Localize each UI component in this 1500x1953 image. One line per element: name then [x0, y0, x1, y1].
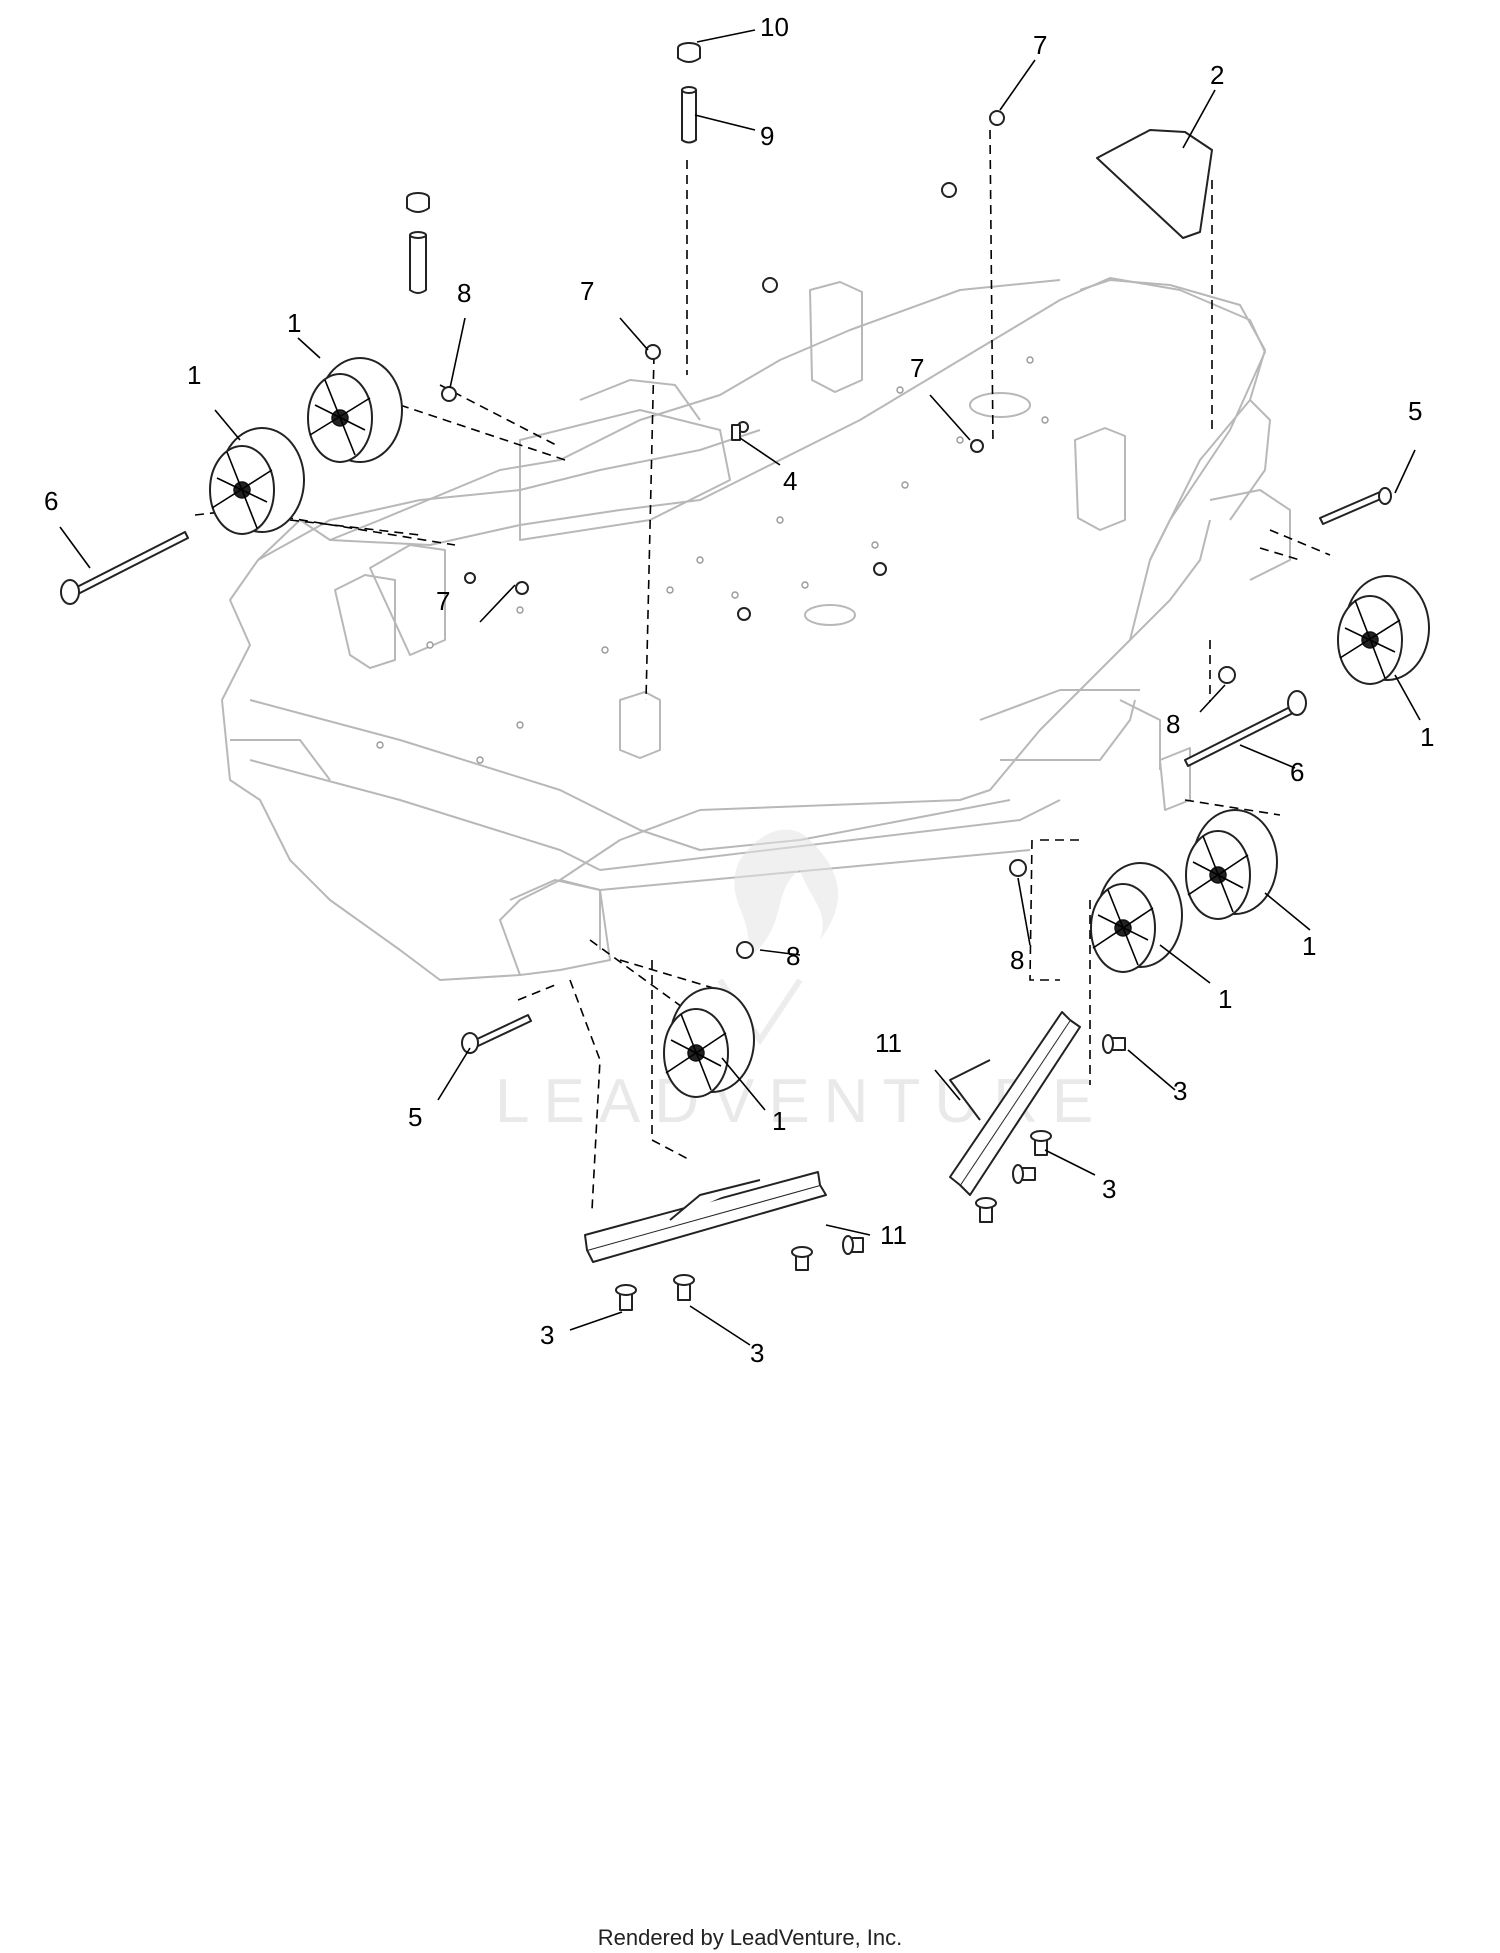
callout-8-front-right: 8	[1010, 945, 1024, 975]
wheel-part-5	[1090, 862, 1183, 973]
callout-1-front-left: 1	[772, 1106, 786, 1136]
callout-1-right-front-inner: 1	[1218, 984, 1232, 1014]
knob-cap-part	[677, 42, 701, 63]
callout-11-right: 11	[875, 1028, 902, 1058]
wheel-part-4	[1185, 809, 1278, 920]
callout-5-right: 5	[1408, 396, 1422, 426]
spacer-part	[681, 86, 697, 144]
callout-8-right: 8	[1166, 709, 1180, 739]
callout-6-left: 6	[44, 486, 58, 516]
callout-8-front-left: 8	[786, 941, 800, 971]
callout-1-rear-inner: 1	[287, 308, 301, 338]
callout-4: 4	[783, 466, 797, 496]
decal-plate-part	[1096, 129, 1213, 239]
callout-7-left: 7	[436, 586, 450, 616]
mower-deck	[221, 277, 1291, 981]
callout-3-left: 3	[540, 1320, 554, 1350]
callout-9: 9	[760, 121, 774, 151]
callout-7-center: 7	[580, 276, 594, 306]
callout-6-right: 6	[1290, 757, 1304, 787]
callout-1-rear-outer: 1	[187, 360, 201, 390]
callout-1-right-front-outer: 1	[1302, 931, 1316, 961]
callout-3-center: 3	[750, 1338, 764, 1368]
callout-5-left: 5	[408, 1102, 422, 1132]
knob-spacer-stack	[406, 192, 430, 294]
wheel-part-1	[307, 357, 403, 463]
callout-8-left: 8	[457, 278, 471, 308]
wheel-part-6	[663, 987, 755, 1098]
bolt-part	[731, 424, 741, 441]
callout-2: 2	[1210, 60, 1224, 90]
callout-11-left: 11	[880, 1220, 907, 1250]
wheel-part-3	[1337, 575, 1430, 685]
nut-parts	[441, 110, 1236, 959]
wheel-part-2	[209, 427, 305, 535]
leader-lines	[59, 29, 1421, 1346]
callout-10: 10	[760, 12, 789, 42]
callout-1-right-rear: 1	[1420, 722, 1434, 752]
callout-labels: 10 9 7 2 8 7 7 1 1 6 4 5 7 1 8 6 1 8 1 8…	[44, 12, 1434, 1368]
callout-7-right: 7	[910, 353, 924, 383]
axle-bolt-parts	[60, 531, 1307, 767]
callout-3-right-top: 3	[1173, 1076, 1187, 1106]
skid-bracket-parts	[584, 1011, 1081, 1263]
carriage-bolt-parts	[615, 1034, 1126, 1311]
callout-7-top: 7	[1033, 30, 1047, 60]
callout-3-right-bottom: 3	[1102, 1174, 1116, 1204]
shoulder-bolt-parts	[461, 487, 1392, 1054]
footer-credit: Rendered by LeadVenture, Inc.	[598, 1925, 903, 1950]
